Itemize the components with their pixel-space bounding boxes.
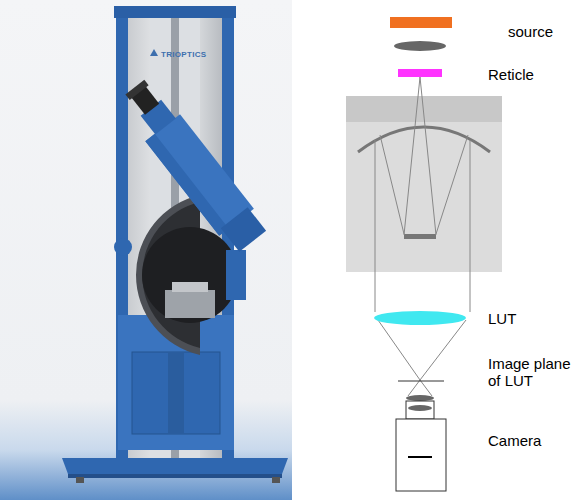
part-label: Image plane of LUT: [488, 355, 578, 389]
part-label: LUT: [488, 310, 516, 327]
photo-ground: [0, 0, 292, 500]
lut-lens: [374, 311, 466, 325]
secondary-mirror: [404, 234, 436, 239]
collimator-housing: [346, 96, 502, 272]
ray-lines: [375, 77, 470, 396]
condenser-lens: [394, 41, 446, 51]
part-label: source: [508, 23, 553, 40]
relay-lens: [406, 395, 434, 401]
source-symbol: [390, 17, 452, 28]
reticle-symbol: [398, 69, 442, 77]
camera-sensor: [408, 456, 432, 458]
part-label: Reticle: [488, 66, 534, 83]
image-plane-line: [398, 381, 444, 382]
camera-body: [396, 419, 446, 491]
instrument-photo: [62, 6, 288, 483]
part-label: Camera: [488, 432, 541, 449]
optical-schematic: [346, 17, 502, 491]
brand-logo: TRIOPTICS: [161, 50, 206, 60]
